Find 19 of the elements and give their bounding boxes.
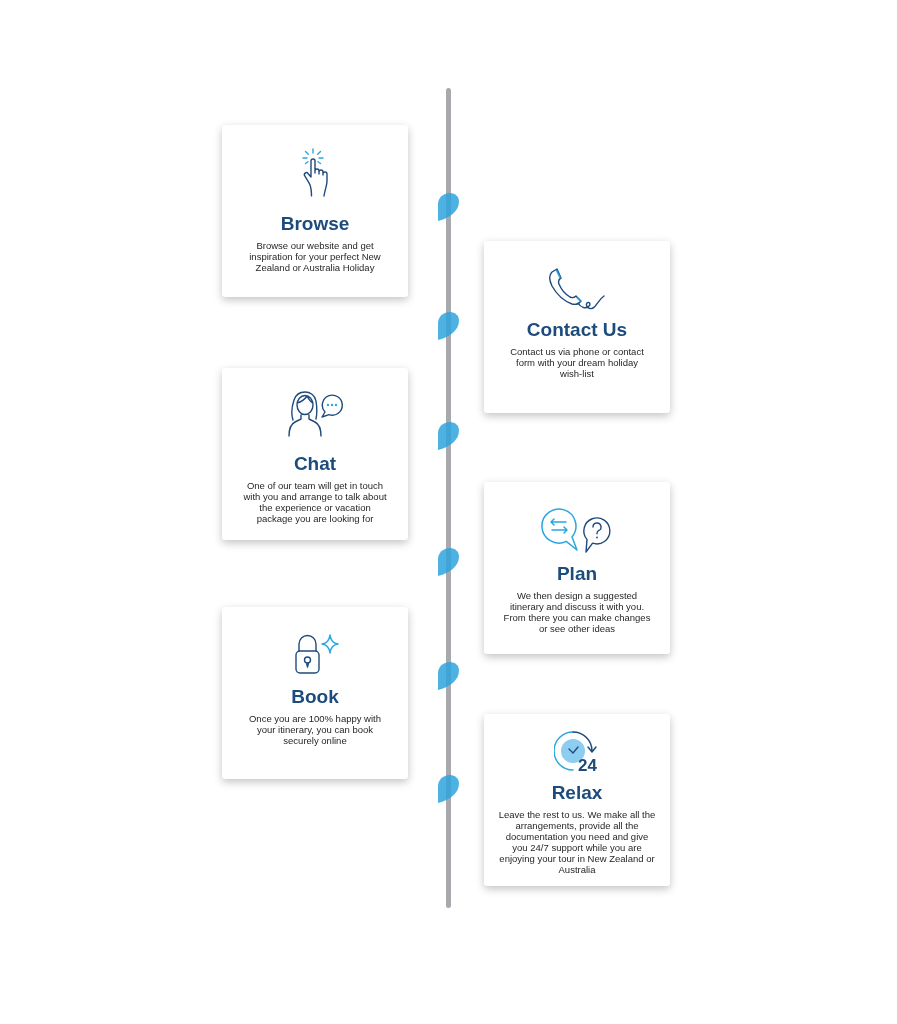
step-description: Browse our website and get inspiration for your perfect New Zealand or Australia Holiday — [248, 240, 382, 273]
step-card — [484, 714, 670, 886]
step-card — [484, 482, 670, 654]
step-description: One of our team will get in touch with you and arrange to talk about the experience or vacation package you are looking for — [242, 480, 388, 524]
step-title: Browse — [280, 213, 350, 235]
step-description: We then design a suggested itinerary and discuss it with you. From there you can make changes or see other ideas — [502, 590, 652, 634]
step-title: Contact Us — [526, 319, 628, 341]
step-card — [222, 368, 408, 540]
step-description: Once you are 100% happy with your itinerary, you can book securely online — [248, 713, 382, 746]
step-card — [484, 241, 670, 413]
step-description: Contact us via phone or contact form with your dream holiday wish-list — [509, 346, 645, 379]
step-title: Book — [291, 686, 339, 708]
step-title: Plan — [556, 563, 598, 585]
step-card — [222, 125, 408, 297]
step-title: Relax — [551, 782, 603, 804]
step-description: Leave the rest to us. We make all the arrangements, provide all the documentation you need and give you 24/7 support while you are enjoying your tour in New Zealand or Australia — [497, 809, 657, 875]
step-title: Chat — [293, 453, 337, 475]
icon-number: 24 — [578, 757, 597, 774]
step-card — [222, 607, 408, 779]
